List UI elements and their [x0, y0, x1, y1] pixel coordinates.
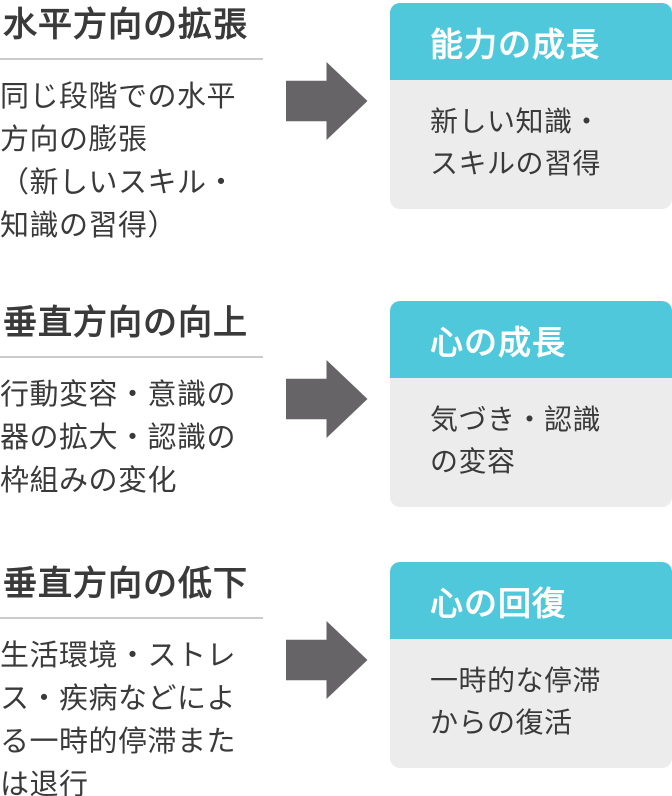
card-title: 心の成長: [430, 323, 566, 361]
arrow-column: [263, 298, 390, 438]
card-text: 一時的な停滞 からの復活: [430, 665, 602, 738]
heading-underline: [0, 617, 263, 619]
card-text: 気づき・認識 の変容: [430, 404, 602, 477]
card-ability-growth: 能力の成長 新しい知識・ スキルの習得: [390, 3, 672, 209]
card-body: 一時的な停滞 からの復活: [390, 639, 672, 768]
card-text: 新しい知識・ スキルの習得: [430, 106, 602, 179]
row-horizontal-expansion: 水平方向の拡張 同じ段階での水平 方向の膨張 （新しいスキル・ 知識の習得） 能…: [0, 0, 672, 248]
section-description: 行動変容・意識の 器の拡大・認識の 枠組みの変化: [0, 379, 237, 497]
card-header: 心の回復: [390, 562, 672, 639]
section-left-column: 水平方向の拡張 同じ段階での水平 方向の膨張 （新しいスキル・ 知識の習得）: [0, 0, 263, 248]
card-mind-growth: 心の成長 気づき・認識 の変容: [390, 301, 672, 507]
card-title: 心の回復: [430, 584, 566, 622]
section-left-column: 垂直方向の低下 生活環境・ストレ ス・疾病などによ る一時的停滞また は退行: [0, 559, 263, 796]
card-body: 新しい知識・ スキルの習得: [390, 80, 672, 209]
section-description: 生活環境・ストレ ス・疾病などによ る一時的停滞また は退行: [0, 640, 237, 796]
row-vertical-improvement: 垂直方向の向上 行動変容・意識の 器の拡大・認識の 枠組みの変化 心の成長 気づ…: [0, 298, 672, 507]
card-title: 能力の成長: [430, 25, 600, 63]
card-header: 心の成長: [390, 301, 672, 378]
row-vertical-decline: 垂直方向の低下 生活環境・ストレ ス・疾病などによ る一時的停滞また は退行 心…: [0, 559, 672, 796]
card-mind-recovery: 心の回復 一時的な停滞 からの復活: [390, 562, 672, 768]
section-heading: 垂直方向の向上: [3, 304, 248, 342]
card-header: 能力の成長: [390, 3, 672, 80]
section-heading: 垂直方向の低下: [3, 565, 248, 603]
heading-underline: [0, 58, 263, 60]
section-left-column: 垂直方向の向上 行動変容・意識の 器の拡大・認識の 枠組みの変化: [0, 298, 263, 503]
section-description: 同じ段階での水平 方向の膨張 （新しいスキル・ 知識の習得）: [0, 81, 237, 242]
section-heading: 水平方向の拡張: [3, 6, 248, 44]
arrow-column: [263, 0, 390, 140]
arrow-right-icon: [285, 62, 368, 140]
arrow-right-icon: [285, 621, 368, 699]
arrow-column: [263, 559, 390, 699]
arrow-right-icon: [285, 360, 368, 438]
card-body: 気づき・認識 の変容: [390, 378, 672, 507]
heading-underline: [0, 356, 263, 358]
